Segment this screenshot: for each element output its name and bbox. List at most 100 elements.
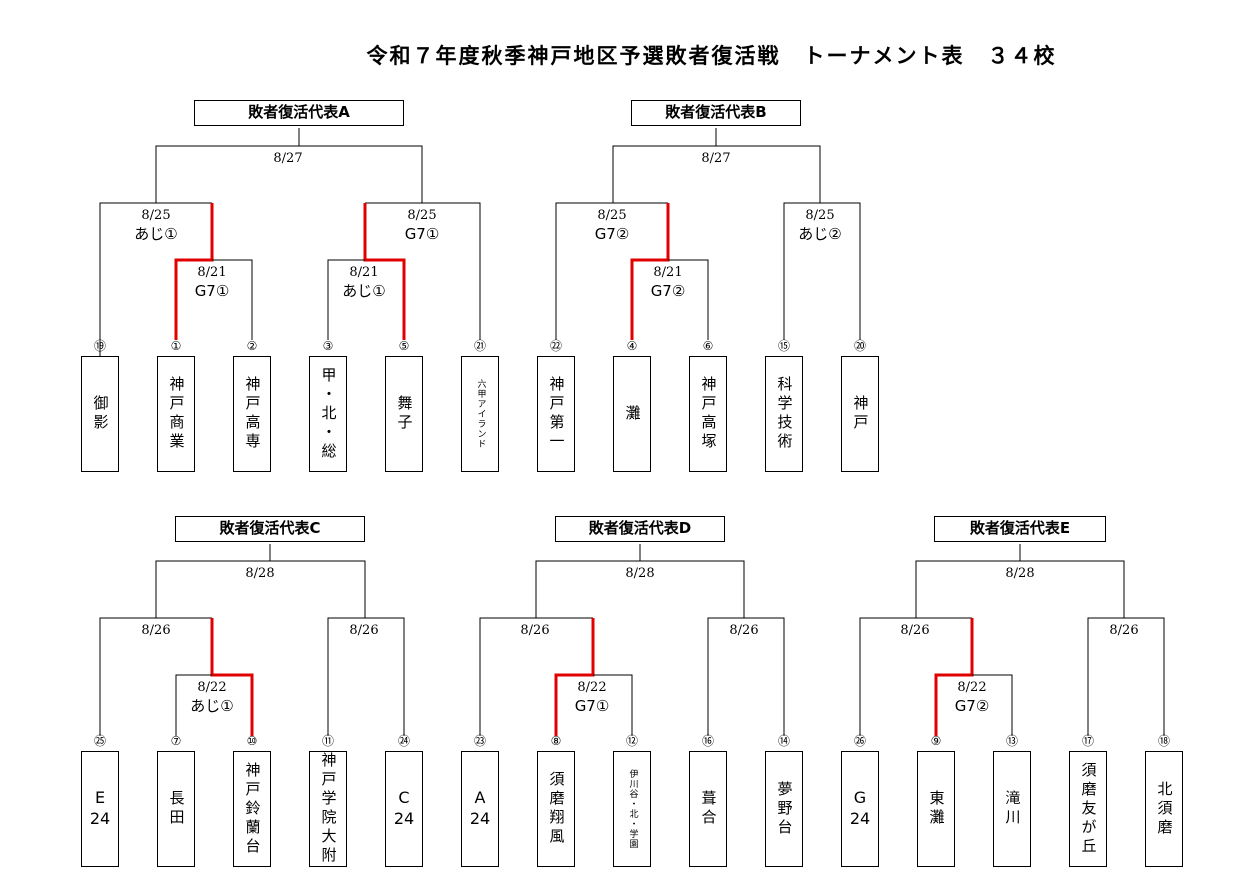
- team-box: 神戸商業: [157, 356, 195, 472]
- final-bracket-a: [155, 145, 423, 203]
- team-box: 神戸鈴蘭台: [233, 751, 271, 867]
- team-box: 六甲アイランド: [461, 356, 499, 472]
- final-date-b: 8/27: [701, 151, 731, 166]
- seed-number: ㉖: [853, 734, 866, 748]
- bracket-d-left: [479, 617, 593, 736]
- team-box: 灘: [613, 356, 651, 472]
- team-name: 神戸高専: [243, 376, 262, 452]
- team-name: 科学技術: [775, 376, 794, 452]
- match-e-right: 8/26: [1109, 623, 1139, 638]
- winner-path-e: [934, 618, 974, 736]
- team-box: 滝川: [993, 751, 1031, 867]
- match-c-left: 8/26: [141, 623, 171, 638]
- final-bracket-b: [612, 145, 821, 203]
- team-name: 神戸第一: [547, 376, 566, 452]
- group-label-a: 敗者復活代表A: [194, 100, 404, 126]
- bracket-e-left: [859, 617, 972, 736]
- team-box: 神戸第一: [537, 356, 575, 472]
- seed-number: ⑯: [701, 734, 714, 748]
- final-bracket-d: [535, 560, 745, 618]
- final-date-e: 8/28: [1005, 566, 1035, 581]
- team-box: 科学技術: [765, 356, 803, 472]
- winner-path-c: [210, 618, 254, 736]
- winner-path-a2: [363, 203, 406, 340]
- bracket-d-sub: [593, 674, 633, 736]
- team-name: 神戸鈴蘭台: [243, 761, 262, 857]
- seed-number: ⑭: [777, 734, 790, 748]
- team-box: 神戸高専: [233, 356, 271, 472]
- bracket-a-left: [99, 202, 212, 356]
- group-label-d: 敗者復活代表D: [555, 516, 725, 542]
- seed-number: ㉓: [473, 734, 486, 748]
- group-label-b: 敗者復活代表B: [631, 100, 801, 126]
- bracket-e-sub: [972, 674, 1013, 736]
- seed-number: ⑥: [702, 339, 714, 353]
- team-name: 北須磨: [1155, 780, 1174, 838]
- seed-number: ④: [626, 339, 638, 353]
- seed-number: ⑬: [1005, 734, 1018, 748]
- team-box: E 24: [81, 751, 119, 867]
- final-bracket-c: [155, 560, 366, 618]
- seed-number: ⑩: [246, 734, 258, 748]
- team-box: 舞子: [385, 356, 423, 472]
- match-d-right: 8/26: [729, 623, 759, 638]
- team-name: C 24: [393, 788, 415, 828]
- team-name: A 24: [469, 788, 491, 828]
- team-box: 葺合: [689, 751, 727, 867]
- seed-number: ⑲: [93, 339, 106, 353]
- bracket-e-right: [1087, 617, 1165, 736]
- team-name: 御影: [91, 395, 110, 433]
- team-name: G 24: [849, 788, 871, 828]
- final-bracket-e: [915, 560, 1125, 618]
- seed-number: ①: [170, 339, 182, 353]
- match-e-left: 8/26: [900, 623, 930, 638]
- bracket-c-sub: [175, 674, 212, 736]
- seed-number: ⑧: [550, 734, 562, 748]
- group-label-c: 敗者復活代表C: [175, 516, 365, 542]
- team-name: 六甲アイランド: [475, 379, 486, 449]
- seed-number: ⑫: [625, 734, 638, 748]
- team-name: 神戸: [851, 395, 870, 433]
- team-box: 伊川谷・北・学園: [613, 751, 651, 867]
- team-name: 神戸商業: [167, 376, 186, 452]
- page-title: 令和７年度秋季神戸地区予選敗者復活戦 トーナメント表 ３４校: [366, 44, 1057, 68]
- bracket-a-right: [365, 202, 481, 340]
- final-date-c: 8/28: [245, 566, 275, 581]
- team-box: 御影: [81, 356, 119, 472]
- seed-number: ⑮: [777, 339, 790, 353]
- team-name: 神戸学院大附: [319, 752, 338, 866]
- seed-number: ⑳: [853, 339, 866, 353]
- team-box: 須磨友が丘: [1069, 751, 1107, 867]
- bracket-b-left: [555, 202, 668, 340]
- team-name: 滝川: [1003, 790, 1022, 828]
- seed-number: ⑨: [930, 734, 942, 748]
- team-name: 神戸高塚: [699, 376, 718, 452]
- seed-number: ㉕: [93, 734, 106, 748]
- team-name: 伊川谷・北・学園: [627, 769, 638, 849]
- bracket-a-sub1: [212, 259, 253, 340]
- seed-number: ㉑: [473, 339, 486, 353]
- team-box: G 24: [841, 751, 879, 867]
- team-box: 須磨翔風: [537, 751, 575, 867]
- team-name: 夢野台: [775, 780, 794, 838]
- team-name: 須磨翔風: [547, 771, 566, 847]
- winner-path-d: [554, 618, 595, 736]
- team-name: 須磨友が丘: [1079, 761, 1098, 857]
- team-box: 神戸高塚: [689, 356, 727, 472]
- team-name: 甲・北・総: [319, 366, 338, 462]
- match-c-right: 8/26: [349, 623, 379, 638]
- team-box: 甲・北・総: [309, 356, 347, 472]
- bracket-b-sub: [668, 259, 709, 340]
- final-date-d: 8/28: [625, 566, 655, 581]
- team-box: 北須磨: [1145, 751, 1183, 867]
- team-box: 神戸学院大附: [309, 751, 347, 867]
- seed-number: ⑤: [398, 339, 410, 353]
